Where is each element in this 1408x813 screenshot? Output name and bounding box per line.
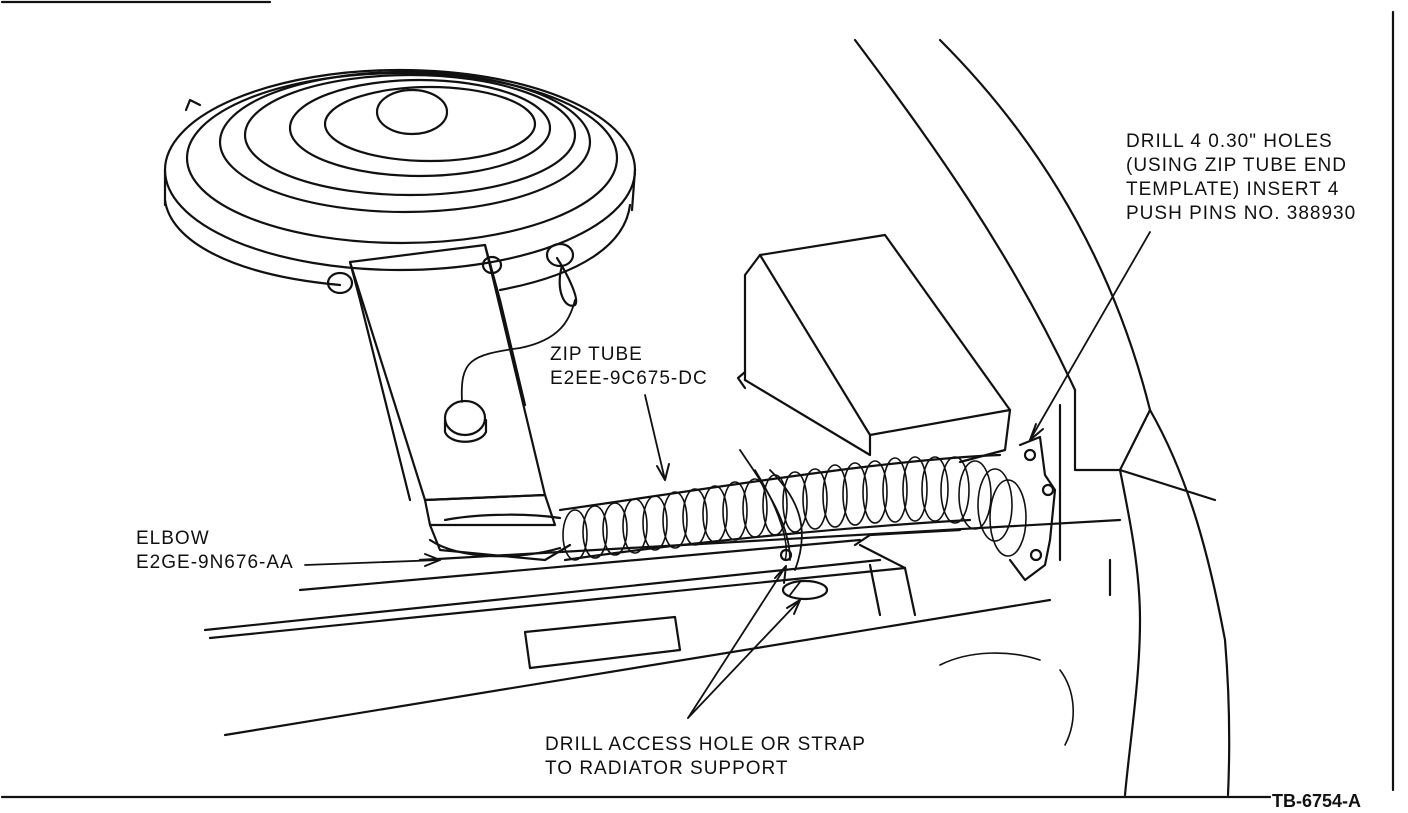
leader-access-hole-2 — [687, 599, 801, 719]
leader-drill-holes — [1029, 231, 1151, 441]
leader-lines — [304, 231, 1151, 719]
drill-holes-line-1: DRILL 4 0.30" HOLES — [1126, 131, 1333, 152]
leader-zip-tube — [644, 394, 666, 481]
radiator-support — [203, 518, 1122, 737]
access-hole-line-1: DRILL ACCESS HOLE OR STRAP — [545, 734, 866, 755]
leader-elbow — [304, 559, 441, 566]
elbow-line-1: ELBOW — [136, 528, 210, 549]
figure-id: TB-6754-A — [1272, 791, 1362, 811]
drill-holes-line-4: PUSH PINS NO. 388930 — [1126, 203, 1357, 224]
elbow-duct — [348, 243, 576, 562]
elbow-line-2: E2GE-9N676-AA — [136, 552, 294, 573]
drill-holes-callout: DRILL 4 0.30" HOLES (USING ZIP TUBE END … — [1126, 130, 1356, 226]
zip-tube-hose — [558, 449, 1027, 571]
fender-outline — [853, 38, 1231, 797]
zip-tube-line-2: E2EE-9C675-DC — [550, 368, 708, 389]
leader-access-hole-1 — [687, 565, 787, 719]
drill-holes-line-3: TEMPLATE) INSERT 4 — [1126, 179, 1340, 200]
air-cleaner — [163, 68, 637, 307]
mounting-bracket — [1008, 435, 1057, 582]
access-hole-line-2: TO RADIATOR SUPPORT — [545, 758, 789, 779]
figure-frame — [0, 0, 1395, 799]
access-hole-callout: DRILL ACCESS HOLE OR STRAP TO RADIATOR S… — [545, 733, 866, 781]
elbow-callout: ELBOW E2GE-9N676-AA — [136, 527, 294, 575]
drill-holes-line-2: (USING ZIP TUBE END — [1126, 155, 1347, 176]
zip-tube-callout: ZIP TUBE E2EE-9C675-DC — [550, 343, 708, 391]
battery-box — [736, 233, 1012, 464]
zip-tube-line-1: ZIP TUBE — [550, 344, 643, 365]
